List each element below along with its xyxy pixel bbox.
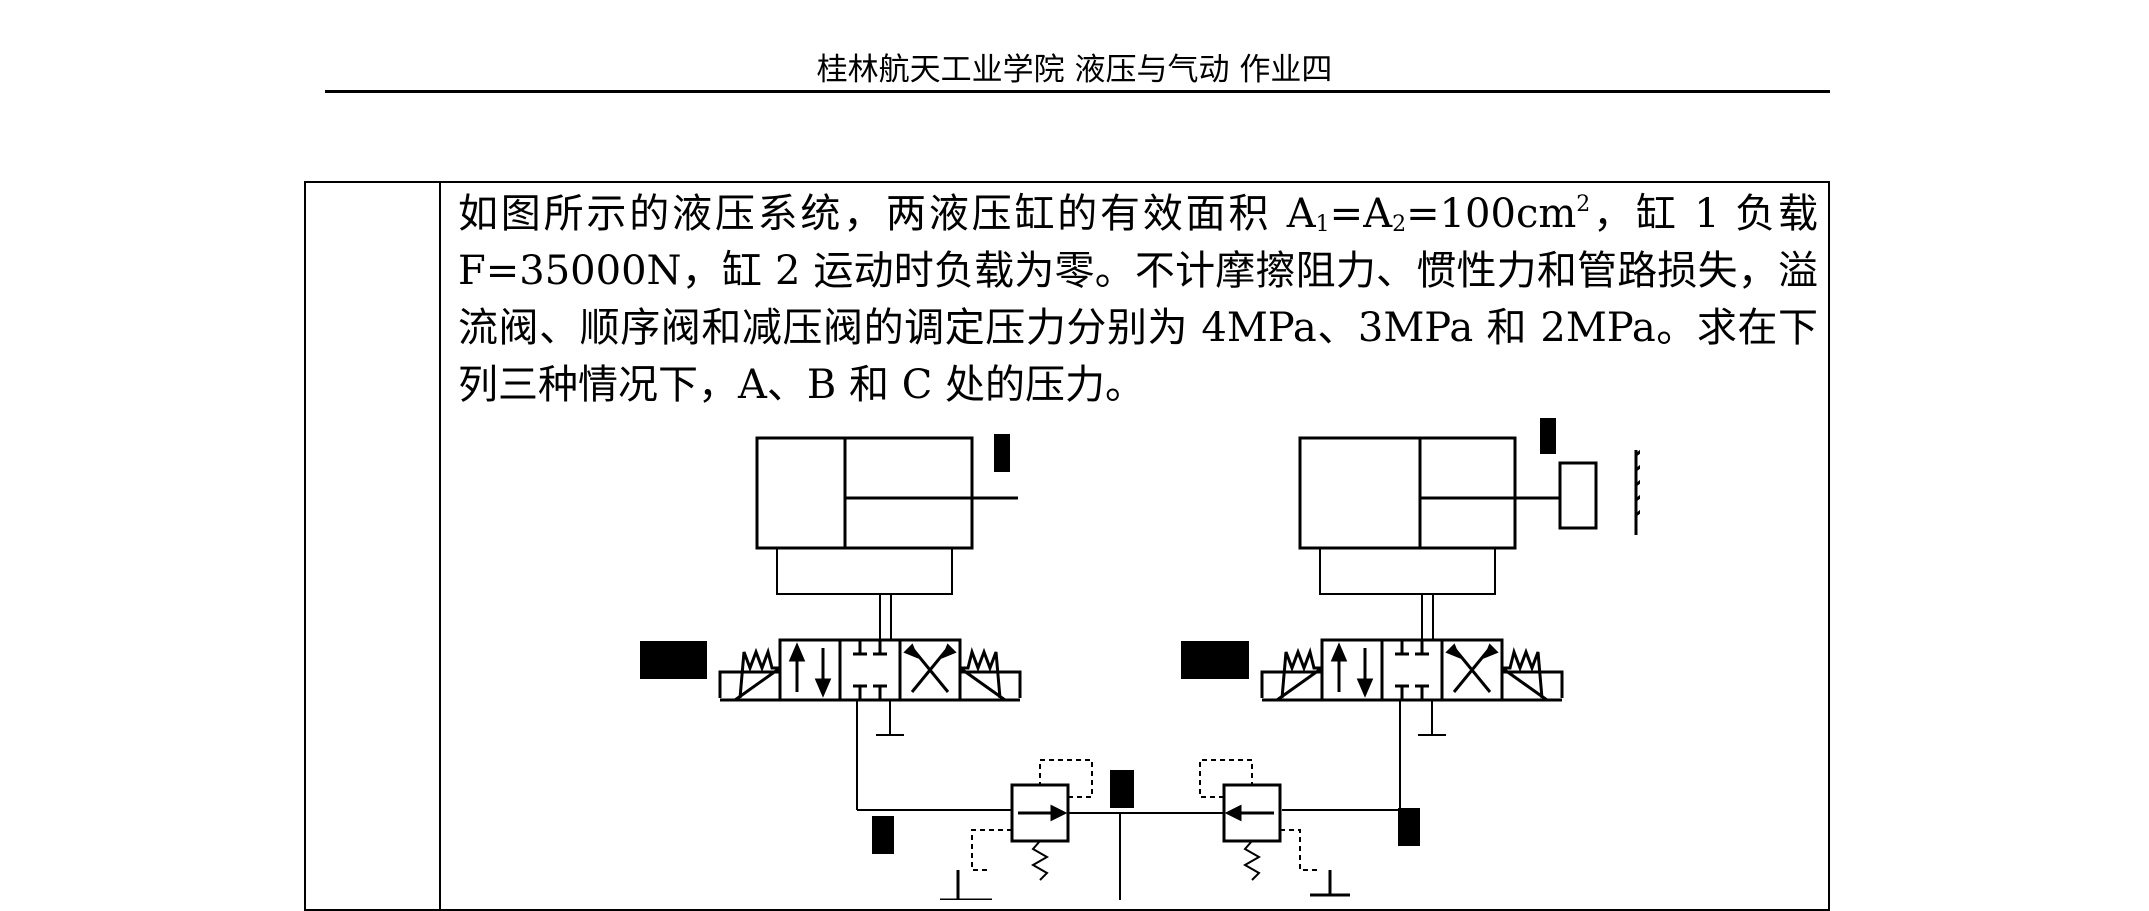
label-mask — [1110, 770, 1134, 808]
header-rule — [325, 90, 1830, 93]
problem-statement: 如图所示的液压系统，两液压缸的有效面积 A1=A2=100cm2，缸 1 负载F… — [458, 186, 1818, 414]
tank-symbol-2 — [1282, 700, 1446, 811]
header-title: 桂林航天工业学院 液压与气动 作业四 — [816, 52, 1333, 88]
problem-text-part: =A — [1329, 191, 1393, 237]
problem-text-part: 如图所示的液压系统，两液压缸的有效面积 A — [458, 191, 1316, 237]
label-mask — [640, 641, 707, 679]
cylinder-1-ports — [776, 548, 953, 640]
cylinder-2-ports — [1319, 548, 1496, 640]
label-mask — [1398, 808, 1420, 846]
cylinder-1 — [755, 434, 1018, 550]
label-mask — [872, 816, 894, 854]
problem-text-part: ，缸 1 负载F=35000N，缸 2 运动时负载为零。不计摩擦阻力、惯性力和管… — [458, 191, 1818, 408]
problem-text-part: =100cm — [1406, 191, 1577, 237]
label-mask — [1540, 418, 1556, 454]
table-column-divider — [439, 181, 441, 911]
subscript-2: 2 — [1392, 212, 1407, 237]
main-pressure-line — [1068, 770, 1224, 900]
subscript-1: 1 — [1315, 212, 1330, 237]
directional-valve-1 — [640, 638, 1022, 702]
page-header: 桂林航天工业学院 液压与气动 作业四 — [0, 50, 2149, 90]
directional-valve-2 — [1181, 638, 1564, 702]
label-mask — [994, 434, 1010, 472]
label-mask — [1181, 641, 1249, 679]
hydraulic-circuit-diagram — [640, 418, 1640, 900]
pressure-reducing-valve — [1199, 759, 1420, 897]
sequence-valve — [872, 759, 1093, 900]
cylinder-2 — [1298, 418, 1640, 550]
superscript-2: 2 — [1576, 192, 1591, 217]
tank-symbol-1 — [856, 700, 1012, 811]
